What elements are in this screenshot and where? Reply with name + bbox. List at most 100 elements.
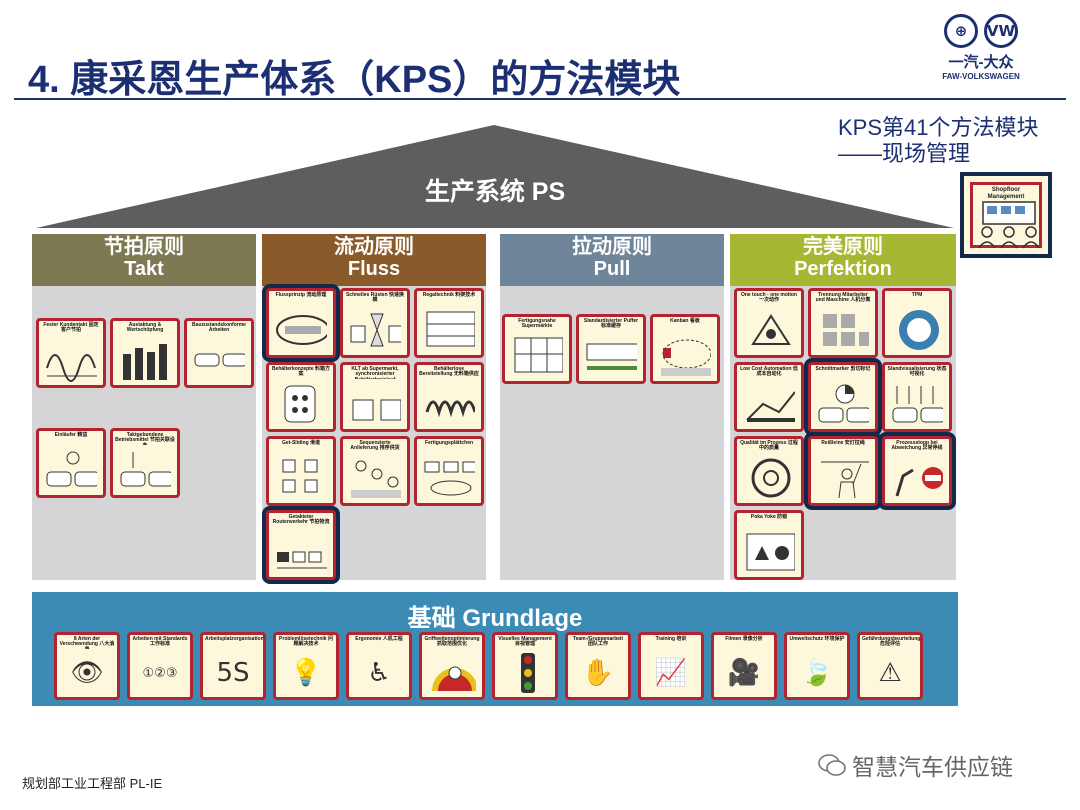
module-tile[interactable]: Fertigungsplättchen: [414, 436, 484, 506]
module-tile[interactable]: Flussprinzip 流动原理: [266, 288, 336, 358]
pillar-pull-en: Pull: [593, 258, 631, 280]
foundation-tile[interactable]: Filmen 录像分析🎥: [711, 632, 777, 700]
module-tile[interactable]: KLT ab Supermarkt, synchronisierter Behä…: [340, 362, 410, 432]
pillar-fluss: 流动原则 Fluss Flussprinzip 流动原理 Schnelles R…: [262, 234, 486, 580]
module-tile[interactable]: Fester Kundentakt 固定客户节拍: [36, 318, 106, 388]
module-tile[interactable]: Standvisualisierung 状态可视化: [882, 362, 952, 432]
shopfloor-management-tile[interactable]: Shopfloor Management: [960, 172, 1052, 258]
team-board-icon: [978, 201, 1040, 249]
foundation-tile[interactable]: Team-/Gruppenarbeit 团队工作✋: [565, 632, 631, 700]
wechat-icon: [818, 754, 846, 776]
module-tile[interactable]: Trennung Mitarbeiter und Maschine 人机分离: [808, 288, 878, 358]
module-tile[interactable]: Sequenzierte Anlieferung 排序供货: [340, 436, 410, 506]
pillar-fluss-cn: 流动原则: [334, 236, 414, 258]
module-tile[interactable]: Kanban 看板: [650, 314, 720, 384]
foundation-label: 基础 Grundlage: [407, 605, 583, 632]
module-tile[interactable]: Regaltechnik 料架技术: [414, 288, 484, 358]
logo-en-text: FAW-VOLKSWAGEN: [942, 72, 1020, 81]
vw-logo-icon: VW: [984, 14, 1018, 48]
quality-cycle-icon: [751, 458, 791, 498]
module-tile[interactable]: Behälterkonzepte 料箱方案: [266, 362, 336, 432]
module-tile[interactable]: Bauzustandskonforme Arbeiten: [184, 318, 254, 388]
pillar-takt-en: Takt: [124, 258, 164, 280]
pillar-pull-header: 拉动原则 Pull: [500, 234, 724, 286]
man-machine-icon: [823, 314, 869, 346]
module-tile[interactable]: TPM: [882, 288, 952, 358]
tpm-icon: [899, 310, 939, 350]
module-tile[interactable]: Behälterlose Bereitstellung 无料箱供应: [414, 362, 484, 432]
foundation-tile[interactable]: Gefährdungsbeurteilung 危险评估⚠: [857, 632, 923, 700]
tugger-train-icon: [277, 551, 327, 569]
kanban-icon: [661, 339, 711, 376]
foundation-tile[interactable]: Griffweitenoptimierung 抓取范围优化: [419, 632, 485, 700]
ergonomics-icon: ♿: [367, 658, 391, 688]
coil-icon: [425, 400, 475, 418]
lightbulb-icon: 💡: [289, 658, 323, 688]
foundation-tile[interactable]: Ergonomie 人机工程♿: [346, 632, 412, 700]
module-tile[interactable]: Getakteter Routenverkehr 节拍物流: [266, 510, 336, 580]
module-tile[interactable]: Low Cost Automation 低成本自动化: [734, 362, 804, 432]
foundation-tiles: 8 Arten der Verschwendung 八大浪费👁 Arbeiten…: [54, 632, 923, 700]
foundation-tile[interactable]: Umweltschutz 环境保护🍃: [784, 632, 850, 700]
module-tile[interactable]: Qualität im Prozess 过程中的质量: [734, 436, 804, 506]
shelf-icon: [426, 311, 475, 347]
kps-module-note: KPS第41个方法模块 ——现场管理: [838, 115, 1039, 168]
pillar-pull: 拉动原则 Pull Fertigungsnahe Supermärkte Sta…: [500, 234, 724, 580]
car-resource-icon: [120, 452, 171, 487]
watermark-text: 智慧汽车供应链: [852, 754, 1013, 780]
roof-label: 生产系统 PS: [424, 178, 566, 206]
pillar-takt-cn: 节拍原则: [104, 236, 184, 258]
team-hands-icon: ✋: [581, 658, 615, 688]
title-divider: [14, 98, 1066, 100]
poka-yoke-icon: [746, 533, 795, 571]
takt-wave-icon: [46, 354, 97, 382]
pillar-takt: 节拍原则 Takt Fester Kundentakt 固定客户节拍 Austa…: [32, 234, 256, 580]
module-tile[interactable]: Einläufer 精益: [36, 428, 106, 498]
foundation-tile[interactable]: Problemlösetechnik 问题解决技术💡: [273, 632, 339, 700]
warning-icon: ⚠: [878, 658, 902, 688]
grid-slide-icon: [282, 459, 318, 493]
plate-icon: [424, 461, 475, 496]
flow-loop-icon: [276, 315, 327, 345]
company-logo: ⊕ VW 一汽-大众 FAW-VOLKSWAGEN: [936, 14, 1026, 84]
reach-zone-icon: [432, 666, 476, 691]
module-tile[interactable]: Fertigungsnahe Supermärkte: [502, 314, 572, 384]
pillar-fluss-header: 流动原则 Fluss: [262, 234, 486, 286]
module-tile[interactable]: Schnelles Rüsten 快速换模: [340, 288, 410, 358]
module-tile[interactable]: Taktgebundene Betriebsmittel 节拍关联设备: [110, 428, 180, 498]
traffic-light-icon: [521, 653, 535, 693]
buffer-icon: [586, 343, 637, 370]
foundation-tile[interactable]: Visuelles Management 目视管理: [492, 632, 558, 700]
cycle-numbers-icon: ①②③: [142, 665, 178, 681]
stop-robot-icon: [895, 467, 943, 497]
car-line-icon: [194, 353, 245, 367]
module-tile[interactable]: Austaktung & Wertschöpfung: [110, 318, 180, 388]
module-tile[interactable]: Get-Sliding 滑道: [266, 436, 336, 506]
bar-chart-icon: [123, 344, 167, 380]
shopfloor-tile-label: Shopfloor Management: [987, 187, 1025, 200]
module-tile[interactable]: Poka Yoke 防错: [734, 510, 804, 580]
status-visual-icon: [892, 386, 943, 423]
leaf-icon: 🍃: [800, 658, 834, 688]
foundation-tile[interactable]: 8 Arten der Verschwendung 八大浪费👁: [54, 632, 120, 700]
module-tile[interactable]: One touch - one motion 一次动作: [734, 288, 804, 358]
pillar-perfektion: 完美原则 Perfektion One touch - one motion 一…: [730, 234, 956, 580]
five-s-icon: 5S: [216, 658, 250, 688]
video-camera-icon: 🎥: [727, 658, 761, 688]
pie-marker-icon: [818, 384, 869, 423]
pillar-fluss-en: Fluss: [347, 258, 401, 280]
house-roof: [36, 125, 954, 228]
one-touch-icon: [751, 314, 791, 345]
module-tile[interactable]: Standardisierter Puffer 标准缓存: [576, 314, 646, 384]
page-title: 4. 康采恩生产体系（KPS）的方法模块: [28, 59, 681, 101]
supermarket-icon: [514, 337, 563, 373]
container-icon: [284, 385, 316, 423]
training-chart-icon: 📈: [654, 658, 688, 688]
module-tile[interactable]: Schnittmarker 剪切标记: [808, 362, 878, 432]
hourglass-icon: [350, 313, 401, 347]
foundation-tile[interactable]: Training 培训📈: [638, 632, 704, 700]
module-tile[interactable]: Reißleine 安灯拉绳: [808, 436, 878, 506]
module-tile[interactable]: Prozessstopp bei Abweichung 异常停线: [882, 436, 952, 506]
